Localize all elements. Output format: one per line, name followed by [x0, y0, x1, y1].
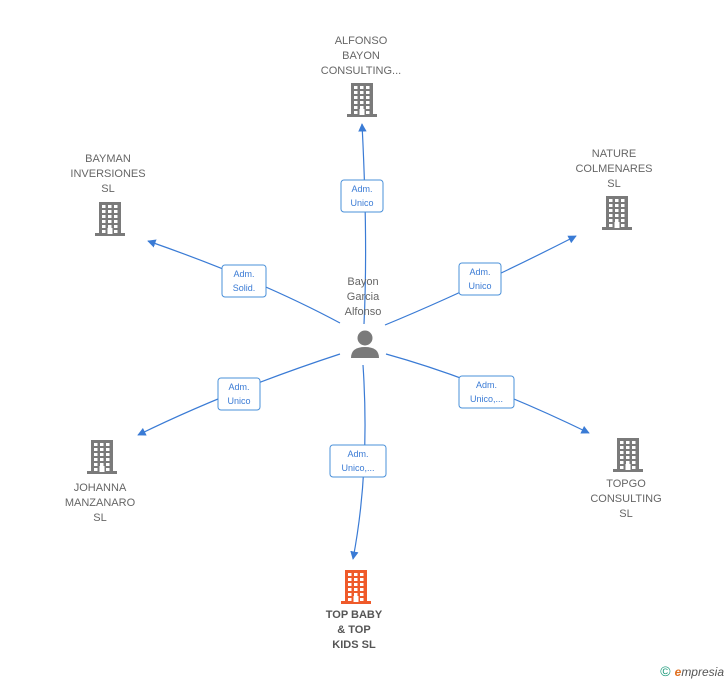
- edge-label-line: Adm.: [233, 269, 254, 279]
- node-label-line: BAYMAN: [85, 153, 131, 165]
- node-label-line: SL: [101, 183, 114, 195]
- node-nature[interactable]: NATURE COLMENARES SL: [575, 148, 653, 230]
- building-icon: [341, 570, 371, 604]
- edge-label-line: Adm.: [228, 382, 249, 392]
- brand-logo[interactable]: empresia: [674, 665, 724, 679]
- center-label-line: Alfonso: [345, 306, 382, 318]
- building-icon: [95, 202, 125, 236]
- edge-label-line: Adm.: [469, 267, 490, 277]
- node-label-line: & TOP: [337, 624, 370, 636]
- building-icon: [87, 440, 117, 474]
- edge-alfonso[interactable]: Adm. Unico: [340, 123, 384, 325]
- edge-nature[interactable]: Adm. Unico: [384, 235, 577, 326]
- node-label-line: CONSULTING: [590, 493, 661, 505]
- edge-label-line: Unico: [350, 198, 373, 208]
- node-label-line: MANZANARO: [65, 497, 136, 509]
- building-icon: [613, 438, 643, 472]
- copyright-footer: ©empresia: [660, 663, 724, 679]
- node-label-line: SL: [619, 508, 632, 520]
- node-johanna[interactable]: JOHANNA MANZANARO SL: [65, 440, 136, 524]
- node-label-line: SL: [93, 512, 106, 524]
- copyright-icon: ©: [660, 663, 671, 679]
- node-label-line: TOPGO: [606, 478, 646, 490]
- edge-label-line: Unico,...: [341, 463, 374, 473]
- edge-label-box: [458, 375, 515, 409]
- edge-label-box: [217, 377, 261, 411]
- edge-johanna[interactable]: Adm. Unico: [137, 353, 341, 436]
- edge-label-box: [329, 444, 387, 478]
- edge-label-line: Adm.: [347, 449, 368, 459]
- person-icon: [351, 330, 379, 358]
- node-label-line: KIDS SL: [332, 639, 376, 651]
- node-label-line: CONSULTING...: [321, 65, 401, 77]
- edge-label-line: Adm.: [476, 380, 497, 390]
- node-label-line: NATURE: [592, 148, 636, 160]
- edge-label-line: Adm.: [351, 184, 372, 194]
- node-label-line: BAYON: [342, 50, 380, 62]
- node-label-line: JOHANNA: [74, 482, 127, 494]
- edge-label-box: [221, 264, 267, 298]
- edge-label-box: [458, 262, 502, 296]
- node-topgo[interactable]: TOPGO CONSULTING SL: [590, 438, 662, 520]
- edge-label-line: Unico,...: [470, 394, 503, 404]
- center-label-line: Bayon: [347, 276, 378, 288]
- node-bayman[interactable]: BAYMAN INVERSIONES SL: [70, 153, 146, 236]
- node-topbaby[interactable]: TOP BABY & TOP KIDS SL: [326, 570, 383, 651]
- building-icon: [602, 196, 632, 230]
- edge-label-line: Unico: [468, 281, 491, 291]
- edge-label-line: Unico: [227, 396, 250, 406]
- node-label-line: COLMENARES: [575, 163, 652, 175]
- node-label-line: TOP BABY: [326, 609, 383, 621]
- building-icon: [347, 83, 377, 117]
- node-label-line: SL: [607, 178, 620, 190]
- edge-label-line: Solid.: [233, 283, 256, 293]
- edge-label-box: [340, 179, 384, 213]
- node-label-line: ALFONSO: [335, 35, 388, 47]
- edge-arrow: [358, 123, 367, 325]
- edge-topgo[interactable]: Adm. Unico,...: [385, 353, 590, 434]
- edge-bayman[interactable]: Adm. Solid.: [147, 239, 341, 324]
- center-label-line: Garcia: [347, 291, 380, 303]
- edge-topbaby[interactable]: Adm. Unico,...: [329, 364, 387, 560]
- node-label-line: INVERSIONES: [70, 168, 145, 180]
- node-alfonso[interactable]: ALFONSO BAYON CONSULTING...: [321, 35, 401, 117]
